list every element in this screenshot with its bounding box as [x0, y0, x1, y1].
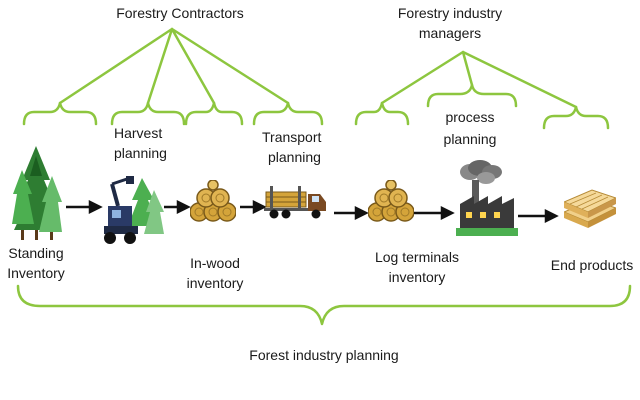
forest-planning-label: Forest industry planning: [249, 347, 399, 363]
log-pile-icon: [368, 180, 414, 222]
bracket-transport: [252, 101, 324, 126]
log-truck-icon: [264, 186, 326, 219]
connector-contractors: [58, 27, 290, 105]
transport-planning-line1: Transport: [262, 129, 322, 145]
process-planning-line2: planning: [443, 131, 497, 147]
lumber-stack-icon: [564, 189, 616, 228]
managers-label-line2: managers: [418, 25, 482, 41]
transport-planning-line2: planning: [268, 149, 321, 165]
standing-label-line1: Standing: [8, 245, 64, 261]
standing-label-line2: Inventory: [7, 265, 65, 281]
inwood-label-line1: In-wood: [190, 255, 240, 271]
factory-icon: [456, 160, 518, 236]
process-planning-line1: process: [445, 109, 495, 125]
terminal-label-line1: Log terminals: [374, 249, 460, 265]
bracket-standing: [22, 101, 98, 126]
bracket-harvest: [110, 101, 186, 126]
connector-managers: [380, 50, 578, 109]
bracket-process: [426, 83, 518, 108]
managers-label-line1: Forestry industry: [397, 5, 503, 21]
inwood-label-line2: inventory: [186, 275, 244, 291]
contractors-label: Forestry Contractors: [116, 5, 244, 21]
end-products-label: End products: [550, 257, 634, 273]
terminal-label-line2: inventory: [388, 269, 446, 285]
bracket-end: [542, 105, 610, 130]
harvest-planning-line2: planning: [114, 145, 167, 161]
harvester-icon: [104, 176, 164, 244]
harvest-planning-line1: Harvest: [114, 125, 163, 141]
trees-icon: [12, 146, 62, 240]
bracket-forest-planning: [16, 284, 632, 326]
bracket-inwood: [184, 101, 244, 126]
bracket-terminal: [354, 101, 410, 126]
log-pile-icon: [190, 180, 236, 222]
